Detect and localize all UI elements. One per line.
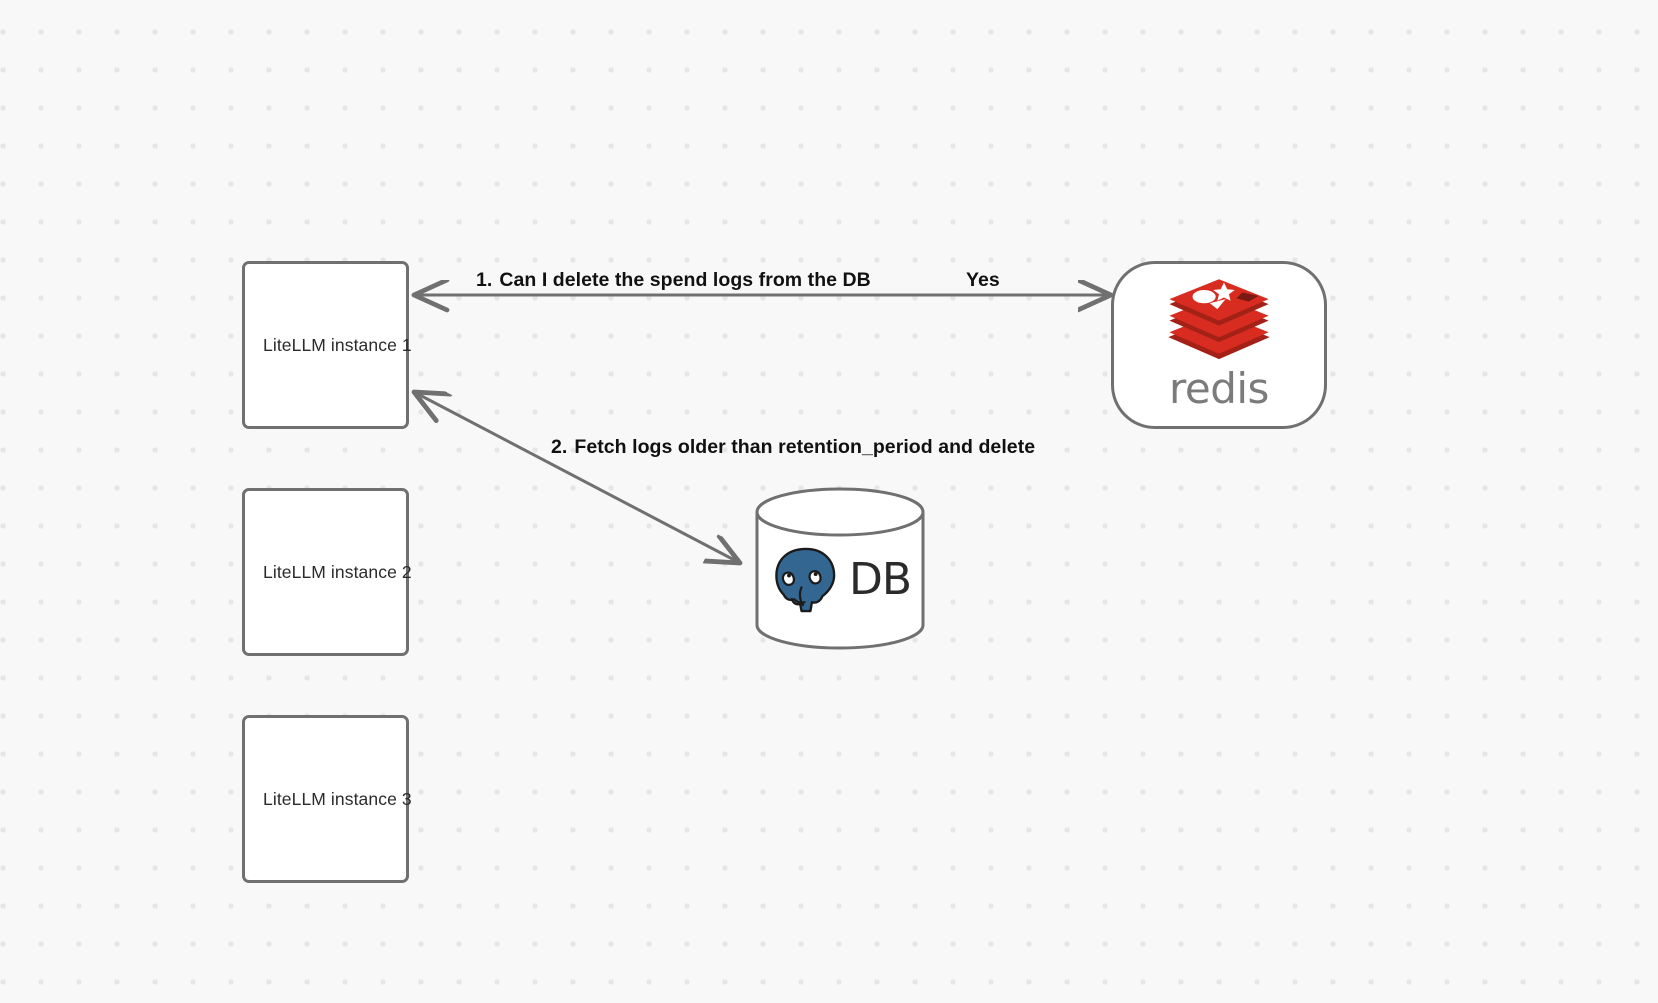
redis-wordmark: redis [1169,364,1269,413]
edge-label-1: 1. Can I delete the spend logs from the D… [476,269,871,292]
node-litellm-instance-2-label: LiteLLM instance 2 [263,561,412,582]
edge-label-2-number: 2. [551,436,568,458]
edge-label-2-text: Fetch logs older than retention_period a… [574,436,1036,458]
node-redis[interactable]: redis [1111,261,1327,429]
node-litellm-instance-1[interactable]: LiteLLM instance 1 [242,261,412,429]
edge-label-1-reply: Yes [966,269,1000,292]
node-database[interactable]: DB [754,487,926,650]
node-litellm-instance-2[interactable]: LiteLLM instance 2 [242,488,412,656]
node-litellm-instance-3[interactable]: LiteLLM instance 3 [242,715,412,883]
redis-logo: redis [1166,276,1272,410]
edge-label-2: 2. Fetch logs older than retention_period… [551,436,1035,459]
node-litellm-instance-1-label: LiteLLM instance 1 [263,334,412,355]
edge-label-1-text: Can I delete the spend logs from the DB [499,269,871,291]
edge-label-1-reply-text: Yes [966,269,1000,291]
edge-litellm1-database [414,392,740,563]
database-cylinder-shape [755,487,925,650]
node-litellm-instance-3-label: LiteLLM instance 3 [263,788,412,809]
edge-label-1-number: 1. [476,269,493,291]
redis-stack-icon [1168,279,1270,360]
